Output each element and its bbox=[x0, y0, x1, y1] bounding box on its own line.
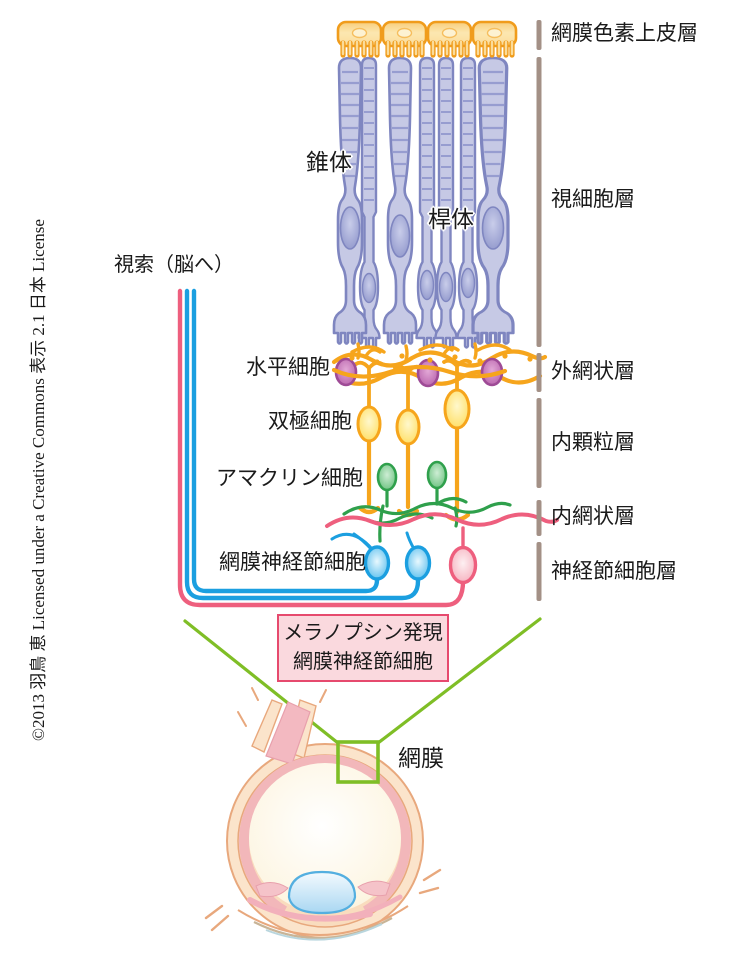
photoreceptor-cells bbox=[332, 56, 515, 349]
retina-label: 網膜 bbox=[398, 745, 444, 771]
cone-label: 錐体 bbox=[306, 149, 352, 175]
rpe-layer bbox=[338, 22, 516, 55]
rod-label: 桿体 bbox=[428, 206, 474, 232]
horizontal-cell-label: 水平細胞 bbox=[246, 356, 330, 379]
optic-nerve bbox=[237, 687, 327, 765]
layer-label-outer-plexiform: 外網状層 bbox=[551, 360, 635, 383]
rod-cell bbox=[434, 56, 458, 349]
horizontal-cells bbox=[331, 353, 533, 388]
rod-cell bbox=[456, 56, 480, 349]
bipolar-cell-label: 双極細胞 bbox=[268, 410, 352, 433]
callout-line2: 網膜神経節細胞 bbox=[293, 651, 433, 673]
melanopsin-dendrite-line bbox=[325, 512, 559, 550]
bipolar-cells bbox=[356, 388, 471, 446]
ganglion-cells bbox=[363, 545, 478, 585]
cone-cell bbox=[471, 56, 515, 346]
rod-cell bbox=[357, 56, 381, 349]
rod-cell bbox=[415, 56, 439, 349]
layer-bars bbox=[536, 20, 542, 601]
retina-band bbox=[239, 754, 411, 916]
layer-label-inner-nuclear: 内顆粒層 bbox=[551, 431, 635, 454]
outer-plexiform-plexus bbox=[331, 342, 548, 386]
amacrine-cell-label: アマクリン細胞 bbox=[216, 467, 363, 490]
callout-line1: メラノプシン発現 bbox=[283, 622, 443, 644]
melanopsin-callout-box: メラノプシン発現 網膜神経節細胞 bbox=[277, 614, 449, 682]
ganglion-cell-label: 網膜神経節細胞 bbox=[219, 551, 366, 574]
layer-label-inner-plexiform: 内網状層 bbox=[551, 505, 635, 528]
optic-tract-lines bbox=[177, 288, 466, 608]
layer-label-photoreceptor: 視細胞層 bbox=[551, 188, 635, 211]
optic-tract-label: 視索（脳へ） bbox=[114, 254, 234, 276]
layer-label-ganglion: 神経節細胞層 bbox=[551, 560, 677, 583]
melanopsin-ganglion-cell bbox=[448, 545, 478, 585]
copyright-text: ©2013 羽鳥 恵 Licensed under a Creative Com… bbox=[29, 219, 48, 741]
retina-highlight-box bbox=[336, 740, 380, 784]
eye-illustration bbox=[204, 687, 442, 941]
layer-label-rpe: 網膜色素上皮層 bbox=[551, 22, 698, 45]
cone-cell bbox=[382, 56, 418, 345]
lens bbox=[287, 870, 357, 915]
